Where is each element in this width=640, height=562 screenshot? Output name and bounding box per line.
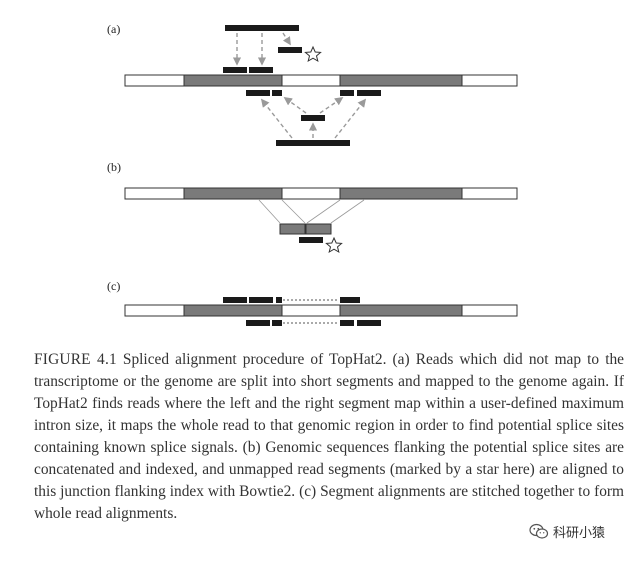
figure-label: FIGURE 4.1 (34, 351, 117, 368)
exon-left-b (183, 187, 283, 200)
read-full-bottom (276, 140, 350, 146)
genome-bar-a (124, 74, 518, 87)
figure: (a) (b) (c) (107, 22, 518, 326)
read-segment-c-top-1 (223, 297, 247, 303)
exon-right-c (339, 304, 463, 317)
read-segment-below-3 (340, 90, 354, 96)
arrow-a5 (334, 98, 367, 139)
read-segment-left-1 (223, 67, 247, 73)
panel-label-b: (b) (107, 160, 121, 174)
flank-line-1 (258, 199, 281, 224)
genome-bar-c (124, 304, 518, 317)
flank-line-2 (281, 199, 306, 224)
read-segment-left-2 (249, 67, 273, 73)
arrow-a3 (282, 32, 291, 46)
read-segment-c-top-2 (249, 297, 273, 303)
read-segment-c-bottom-3 (340, 320, 354, 326)
panel-label-a: (a) (107, 22, 121, 36)
genome-bar-b (124, 187, 518, 200)
panel-label-c: (c) (107, 279, 121, 293)
flank-line-4 (330, 199, 365, 224)
caption-text: Spliced alignment procedure of TopHat2. … (34, 351, 625, 522)
read-segment-middle (301, 115, 325, 121)
arrow-a8 (319, 97, 344, 114)
read-segment-c-bottom-2 (272, 320, 282, 326)
read-segment-c-top-3 (276, 297, 282, 303)
read-segment-c-top-4 (340, 297, 360, 303)
star-icon (325, 236, 343, 254)
read-segment-below-2 (272, 90, 282, 96)
read-segment-c-bottom-1 (246, 320, 270, 326)
wechat-icon (529, 523, 549, 539)
read-segment-aligned-b (299, 237, 323, 243)
exon-right-b (339, 187, 463, 200)
junction-flank-left (279, 223, 306, 235)
junction-flank-right (305, 223, 332, 235)
read-full-top (225, 25, 299, 31)
exon-right-a (339, 74, 463, 87)
flank-line-3 (306, 199, 341, 224)
panel-b (124, 187, 518, 254)
arrow-a4 (260, 98, 293, 139)
exon-left-a (183, 74, 283, 87)
panel-a (124, 25, 518, 146)
arrow-a7 (283, 97, 307, 114)
star-icon (304, 45, 322, 63)
read-segment-below-4 (357, 90, 381, 96)
read-segment-unmapped (278, 47, 302, 53)
watermark-text: 科研小猿 (553, 526, 606, 541)
watermark: 科研小猿 (526, 521, 609, 542)
panel-c (124, 297, 518, 326)
read-segment-below-1 (246, 90, 270, 96)
splice-diagram (124, 25, 518, 326)
exon-left-c (183, 304, 283, 317)
read-segment-c-bottom-4 (357, 320, 381, 326)
